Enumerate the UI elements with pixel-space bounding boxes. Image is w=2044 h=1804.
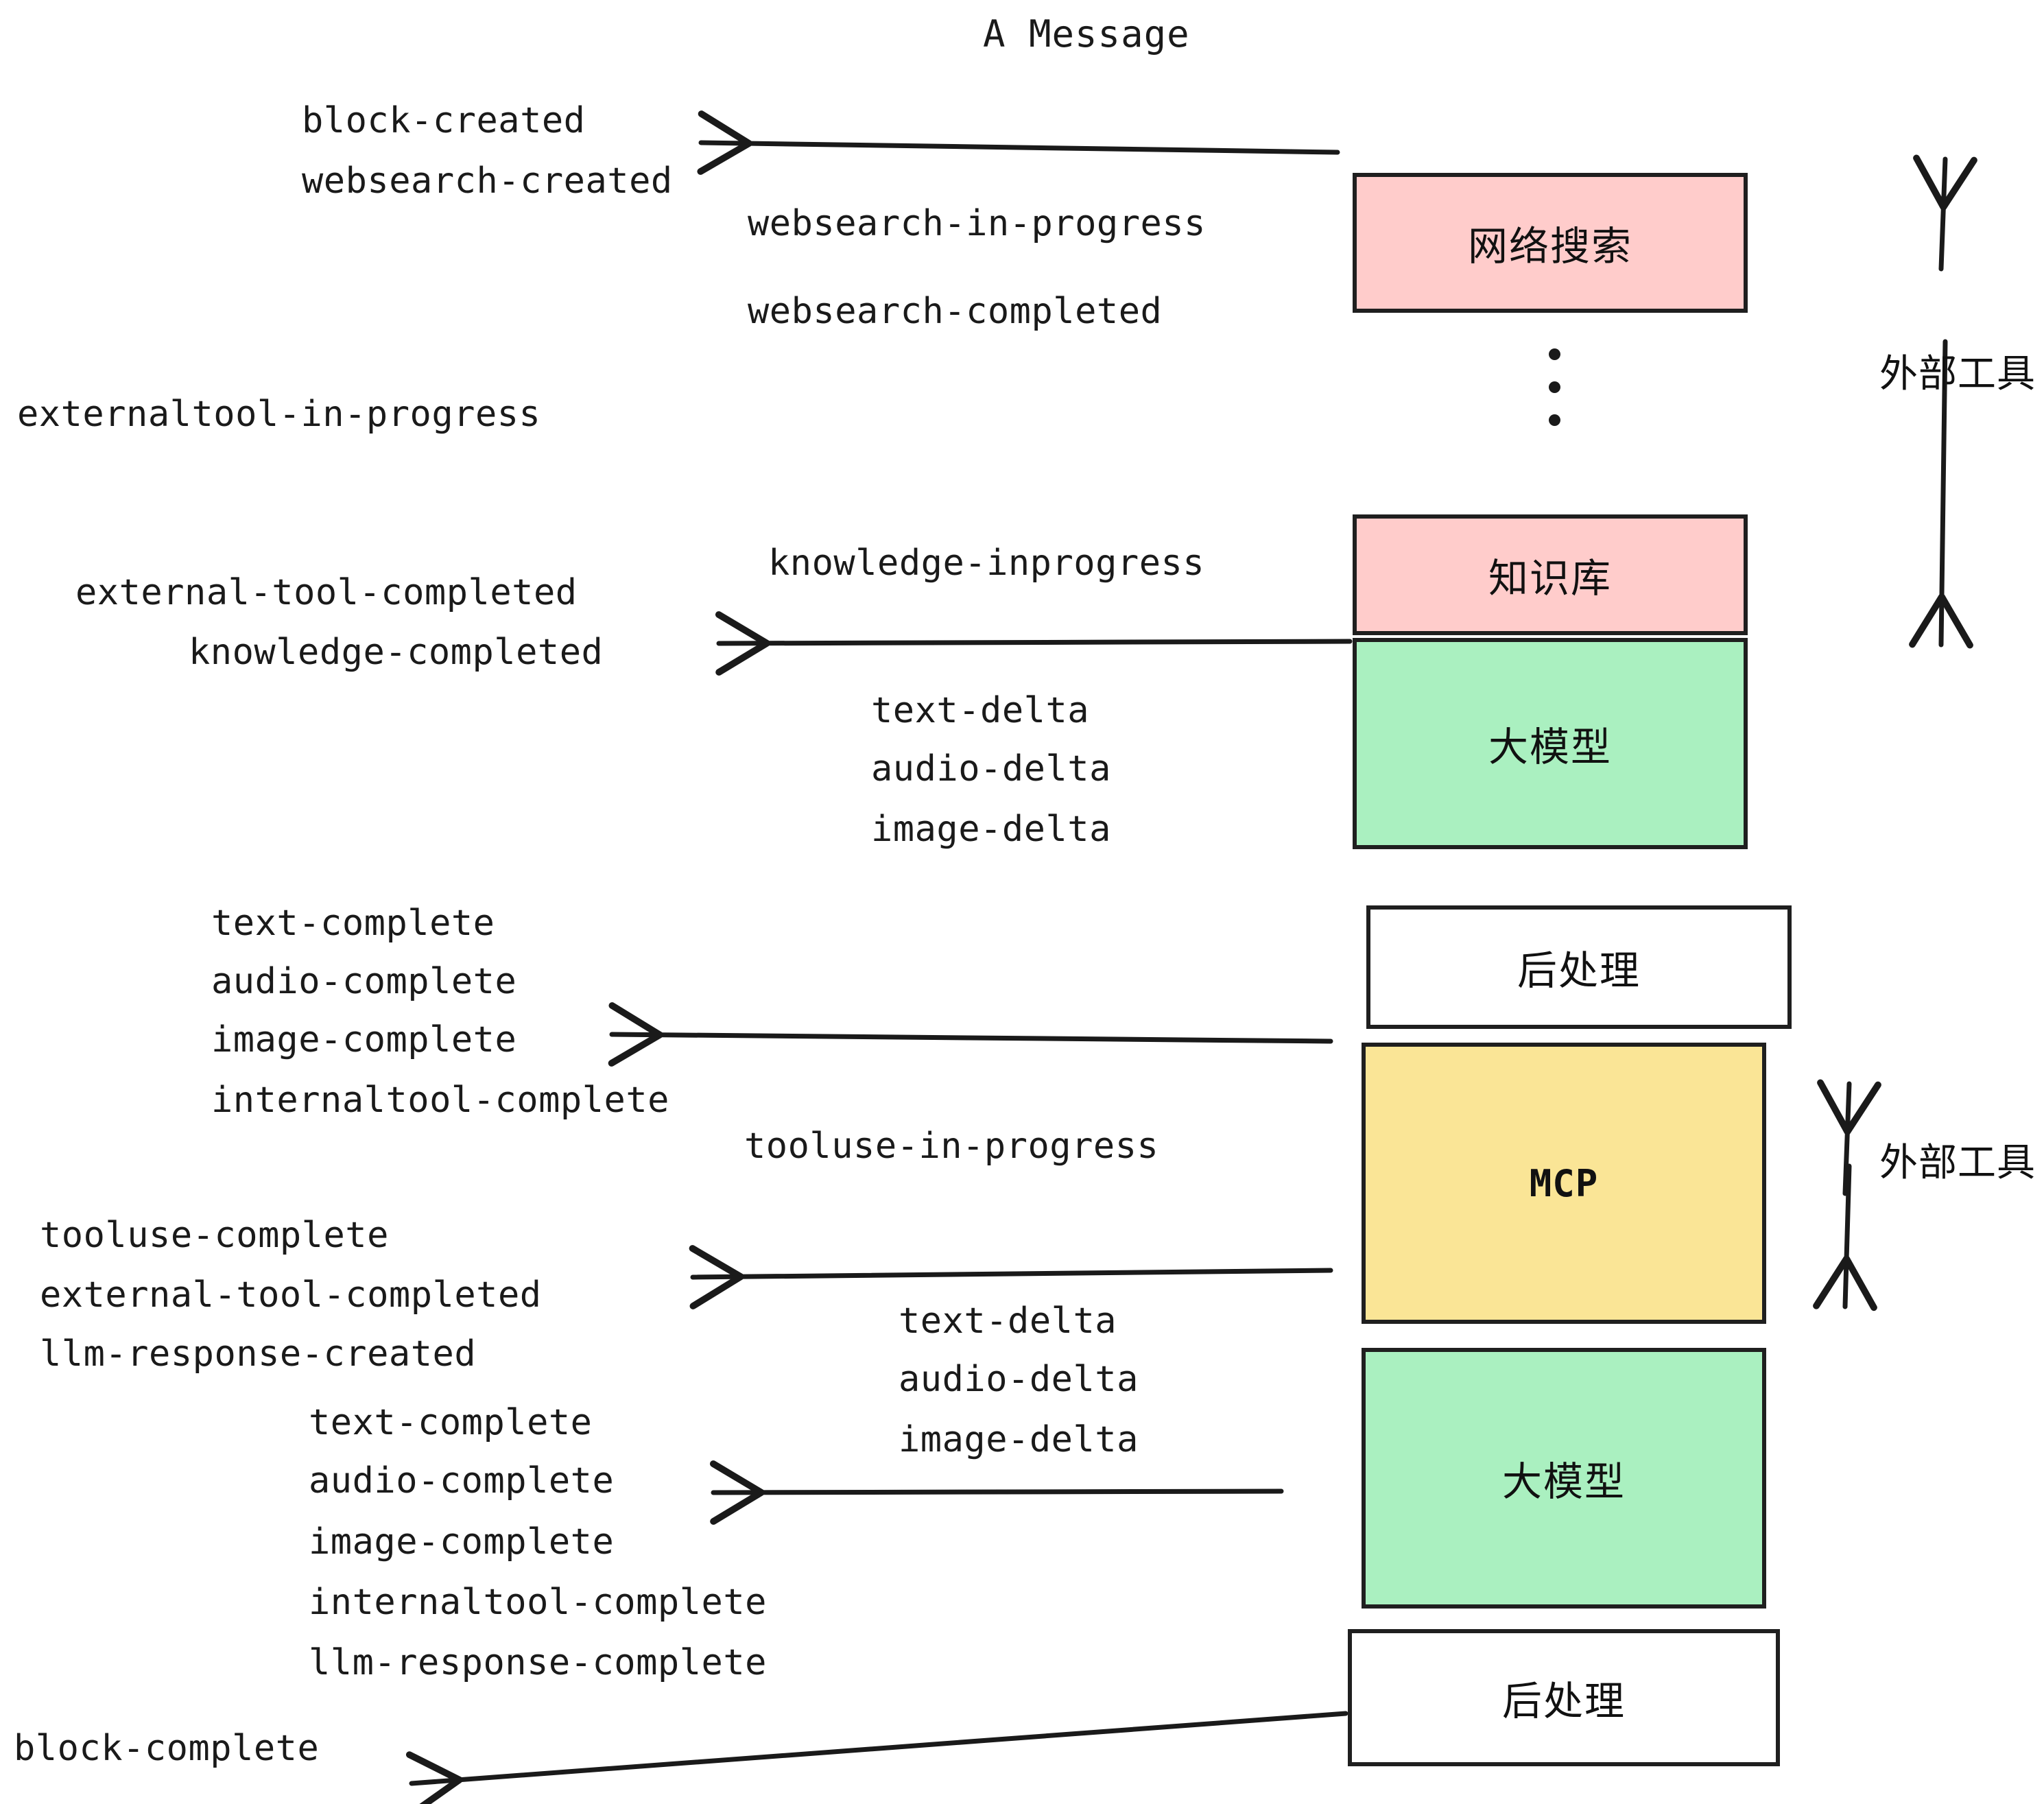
event-label-image-delta-1: image-delta	[871, 809, 1111, 850]
event-label-block-created: block-created	[302, 100, 586, 141]
event-label-internaltool-complete-1: internaltool-complete	[211, 1080, 669, 1121]
event-label-image-complete-1: image-complete	[211, 1019, 517, 1060]
event-label-llm-response-created: llm-response-created	[40, 1333, 477, 1375]
event-label-knowledge-completed: knowledge-completed	[189, 632, 604, 673]
event-label-text-complete-2: text-complete	[309, 1402, 593, 1443]
event-label-websearch-completed: websearch-completed	[748, 291, 1163, 332]
event-label-websearch-in-progress: websearch-in-progress	[748, 203, 1206, 244]
arrow-postsecond-to-events	[405, 1711, 1348, 1804]
node-knowledge[interactable]: 知识库	[1353, 514, 1748, 635]
event-label-text-delta-1: text-delta	[871, 690, 1090, 731]
node-post-first[interactable]: 后处理	[1366, 905, 1792, 1029]
event-label-internaltool-complete-2: internaltool-complete	[309, 1582, 767, 1623]
ellipsis-dot	[1549, 381, 1560, 393]
event-label-audio-delta-1: audio-delta	[871, 748, 1111, 790]
arrow-postfirst-to-events	[608, 1002, 1333, 1067]
arrow-llmsecond-to-events	[709, 1460, 1284, 1525]
event-label-text-delta-2: text-delta	[899, 1301, 1117, 1342]
event-label-tooluse-complete: tooluse-complete	[40, 1215, 389, 1256]
event-label-block-complete: block-complete	[14, 1728, 320, 1769]
node-post-second[interactable]: 后处理	[1348, 1629, 1780, 1766]
event-label-external-tool-completed-2: external-tool-completed	[40, 1274, 542, 1316]
event-label-image-complete-2: image-complete	[309, 1521, 615, 1563]
page-title: A Message	[983, 12, 1190, 56]
ellipsis-dot	[1549, 414, 1560, 426]
event-label-knowledge-inprogress: knowledge-inprogress	[768, 543, 1205, 584]
node-mcp[interactable]: MCP	[1362, 1043, 1766, 1324]
event-label-websearch-created: websearch-created	[302, 161, 673, 202]
event-label-audio-complete-2: audio-complete	[309, 1460, 615, 1502]
node-llm-first[interactable]: 大模型	[1353, 638, 1748, 849]
event-label-image-delta-2: image-delta	[899, 1419, 1139, 1460]
arrow-mcp-to-events	[689, 1245, 1333, 1309]
event-label-externaltool-in-progress: externaltool-in-progress	[17, 394, 541, 435]
bracket-top-up-arrow	[1913, 154, 1977, 272]
vertical-ellipsis-icon	[1549, 348, 1560, 426]
bracket-top-label: 外部工具	[1879, 352, 2036, 396]
bracket-bottom-down-arrow	[1813, 1163, 1877, 1312]
event-label-llm-response-complete: llm-response-complete	[309, 1642, 767, 1683]
event-label-audio-complete-1: audio-complete	[211, 961, 517, 1002]
arrow-websearch-to-events	[697, 110, 1340, 175]
event-label-text-complete-1: text-complete	[211, 903, 495, 944]
event-label-audio-delta-2: audio-delta	[899, 1359, 1139, 1400]
arrow-knowledge-to-events	[715, 611, 1353, 676]
node-llm-second[interactable]: 大模型	[1362, 1348, 1766, 1609]
event-label-tooluse-in-progress: tooluse-in-progress	[744, 1126, 1159, 1167]
bracket-bottom-label: 外部工具	[1879, 1141, 2036, 1185]
node-websearch[interactable]: 网络搜索	[1353, 173, 1748, 313]
bracket-bottom-up-arrow	[1817, 1079, 1881, 1196]
ellipsis-dot	[1549, 348, 1560, 360]
event-label-external-tool-completed-1: external-tool-completed	[75, 572, 578, 613]
